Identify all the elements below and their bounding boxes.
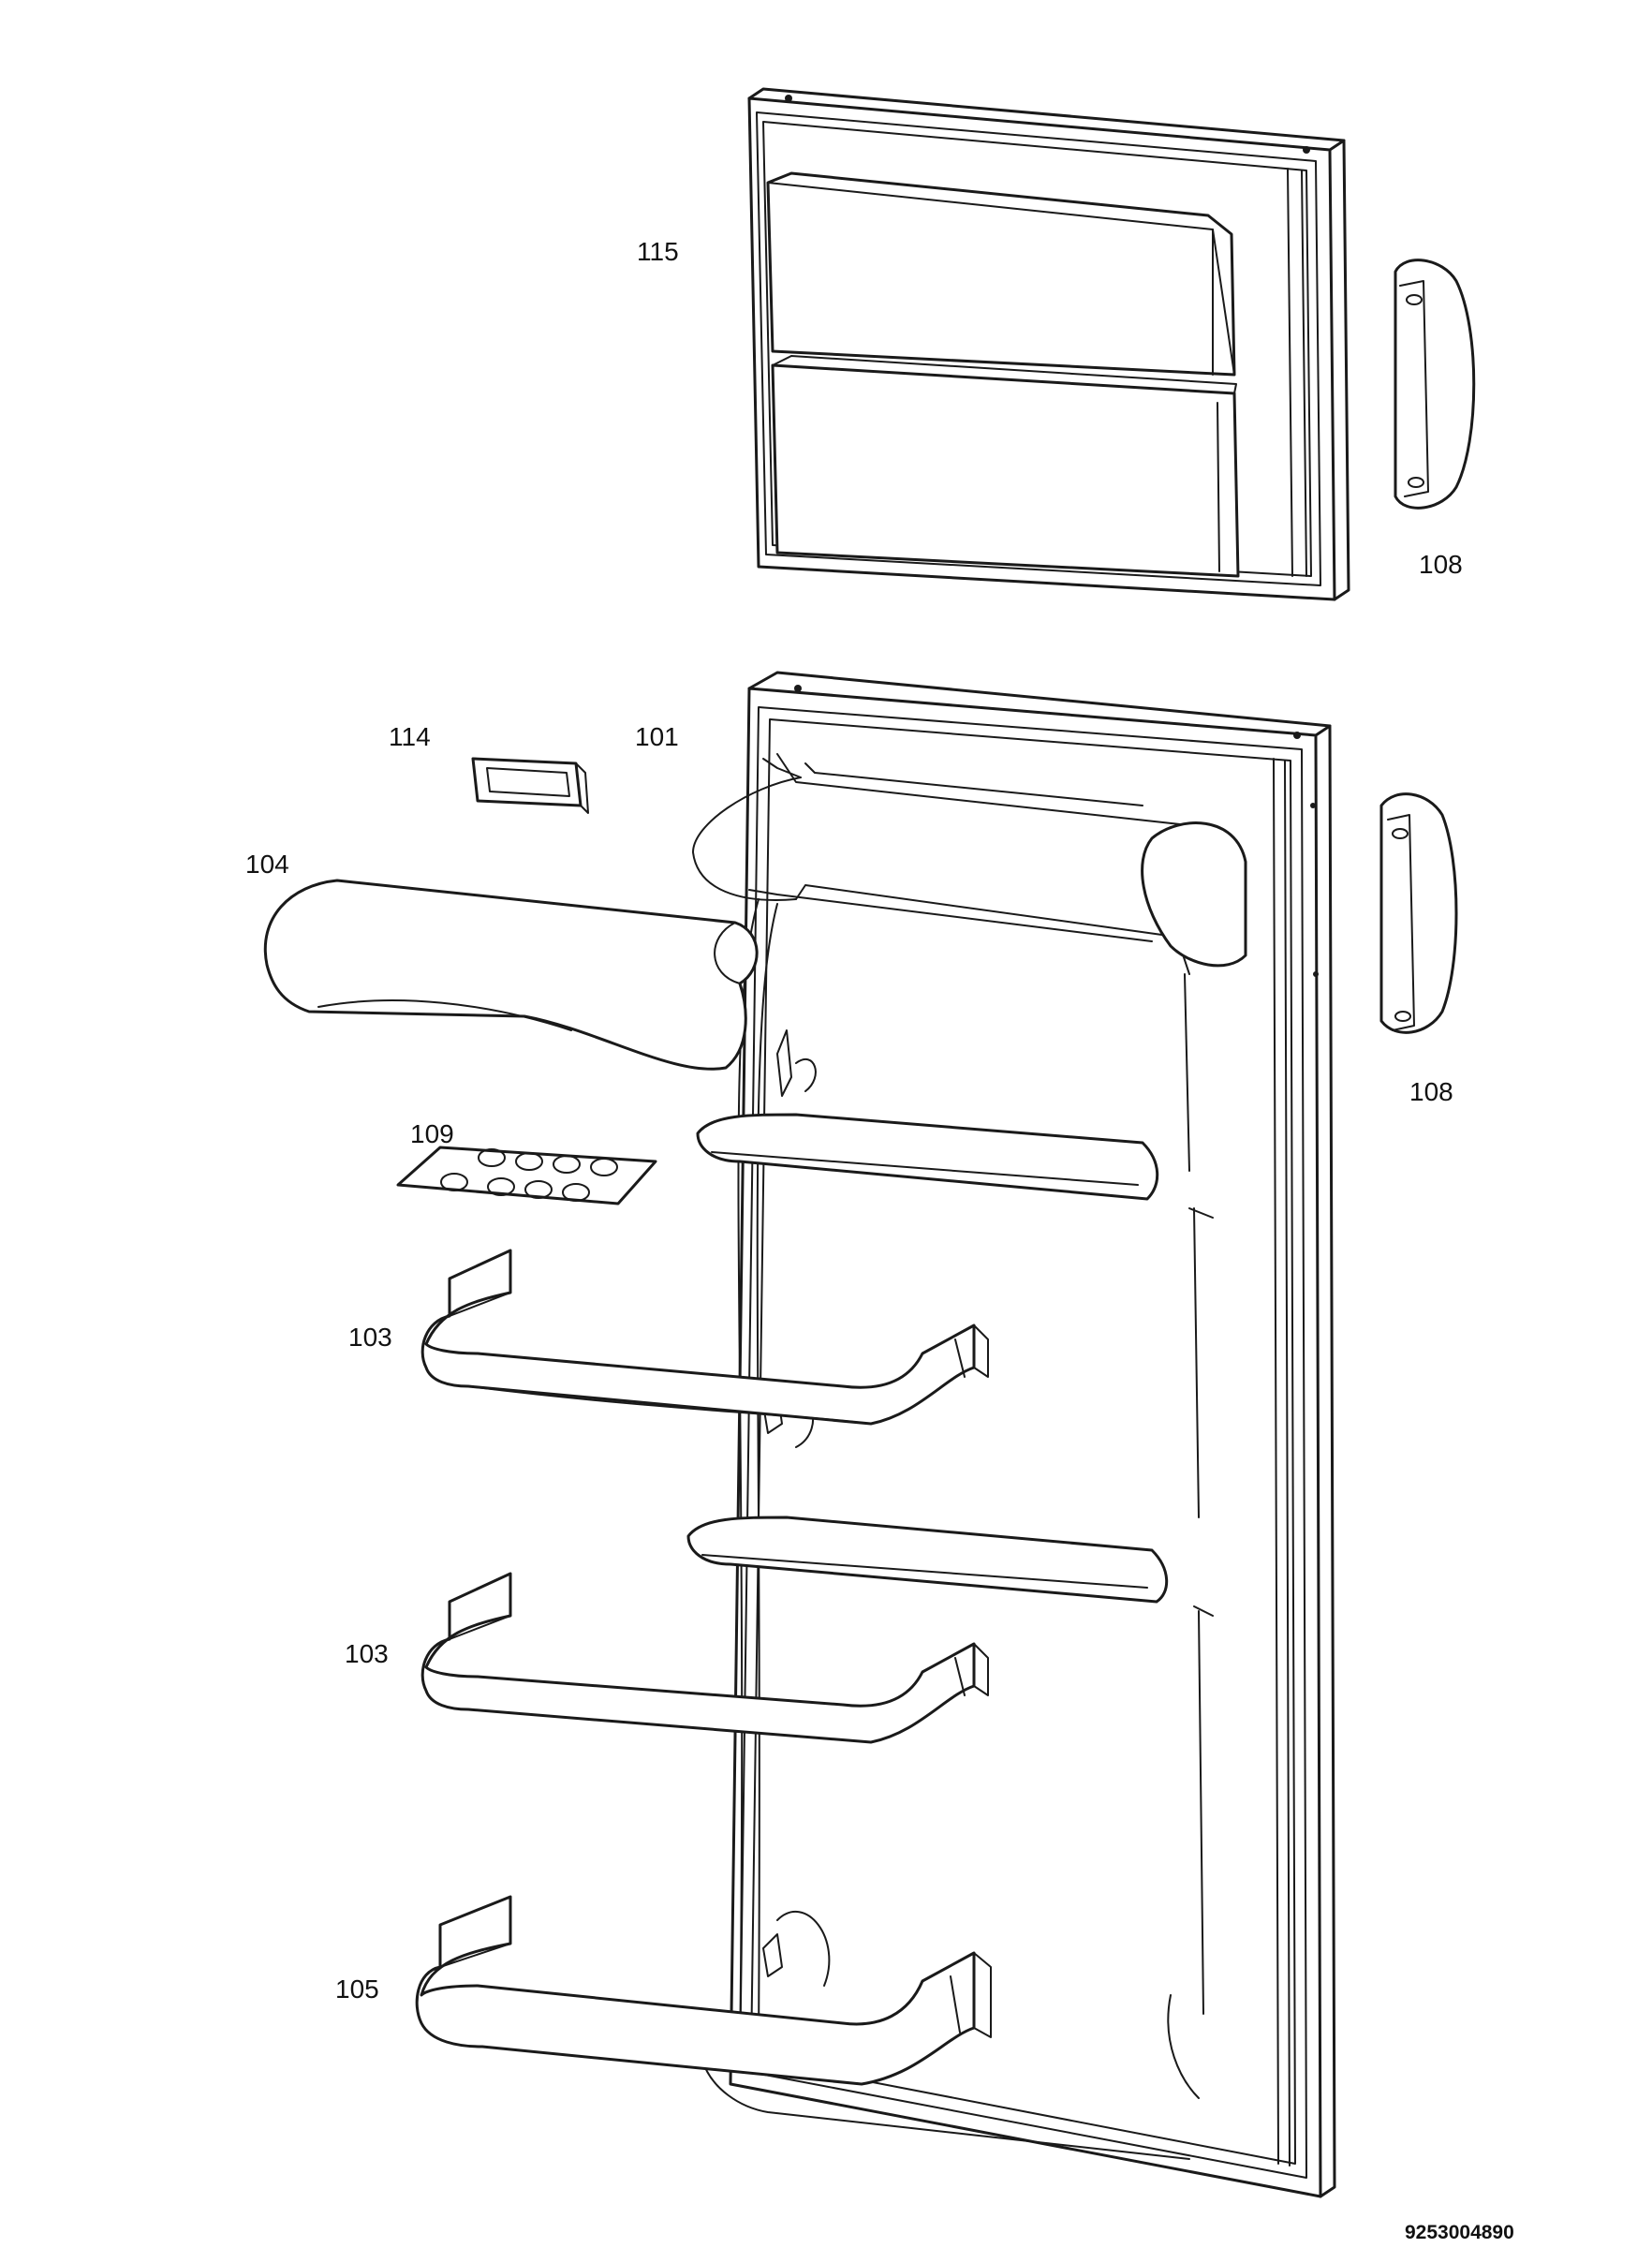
freezer-door-handle <box>1394 259 1476 510</box>
label-114: 114 <box>389 722 431 751</box>
label-103-lower: 103 <box>345 1639 389 1668</box>
fridge-door-assembly <box>686 671 1336 2198</box>
label-104: 104 <box>245 850 289 879</box>
egg-tray-part <box>396 1146 657 1205</box>
document-number: 9253004890 <box>1405 2222 1514 2243</box>
label-109: 109 <box>410 1119 454 1148</box>
label-103-upper: 103 <box>348 1323 392 1352</box>
label-105: 105 <box>335 1974 379 2004</box>
label-115: 115 <box>637 237 679 266</box>
door-shelf-upper <box>420 1249 989 1426</box>
label-101: 101 <box>635 722 679 751</box>
door-shelf-lower <box>420 1572 989 1744</box>
dairy-compartment-flap <box>263 879 759 1071</box>
fridge-door-handle <box>1379 792 1458 1034</box>
label-108-bottom: 108 <box>1409 1077 1453 1106</box>
label-108-top: 108 <box>1419 550 1463 579</box>
freezer-door-assembly <box>747 87 1350 601</box>
part-labels: 115 108 114 101 104 108 109 103 103 105 … <box>245 237 1514 2243</box>
light-cover-part <box>471 757 589 814</box>
bottle-shelf <box>415 1895 992 2086</box>
